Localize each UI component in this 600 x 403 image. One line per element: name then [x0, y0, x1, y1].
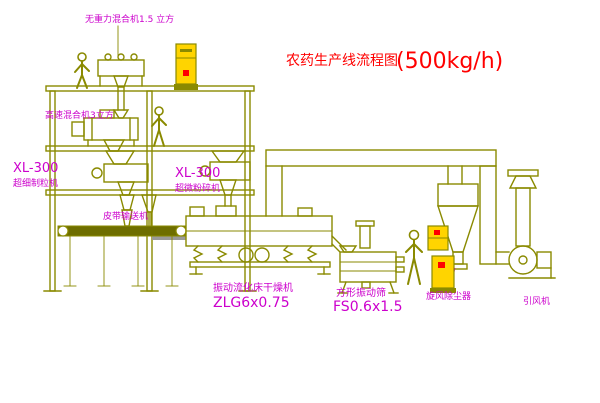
person-figure	[74, 52, 90, 89]
person-figure	[405, 229, 423, 285]
label-high-speed-mixer: 高速混合机3立方	[45, 109, 114, 121]
discharge-hoppers	[119, 194, 157, 227]
belt-conveyor	[57, 225, 187, 287]
label-mill-mid-name: 超微粉碎机	[175, 182, 220, 194]
label-mill-mid-model: XL-300	[175, 166, 220, 181]
granulator-left	[91, 150, 149, 196]
red-button	[438, 262, 445, 268]
mill-middle	[199, 150, 251, 207]
person-figure	[151, 106, 167, 147]
building-structure	[43, 85, 257, 292]
red-button	[183, 70, 189, 76]
red-button	[434, 230, 440, 235]
gravity-mixer	[97, 25, 145, 119]
label-dryer-name: 振动流化床干燥机	[213, 281, 293, 294]
control-cabinets-right	[427, 225, 456, 293]
label-gravity-mixer: 无重力混合机1.5 立方	[85, 13, 174, 25]
cyclone-separator	[437, 165, 479, 270]
label-belt-conveyor: 皮带输送机	[103, 210, 148, 222]
label-fan: 引风机	[523, 295, 550, 307]
draft-fan	[508, 245, 556, 279]
label-dryer-model: ZLG6x0.75	[213, 295, 290, 311]
drawing-title: 农药生产线流程图	[286, 53, 398, 69]
fluid-bed-dryer	[185, 205, 347, 275]
control-cabinet-roof	[174, 43, 198, 90]
label-granulator-left-name: 超细制粒机	[13, 177, 58, 189]
exhaust-duct	[265, 149, 510, 265]
drawing-labels: 农药生产线流程图 (500kg/h) 无重力混合机1.5 立方 高速混合机3立方…	[13, 13, 550, 315]
label-sieve-model: FS0.6x1.5	[333, 299, 403, 315]
exhaust-stack	[507, 169, 539, 247]
vibrating-sieve	[337, 220, 405, 294]
drawing-capacity: (500kg/h)	[396, 49, 503, 74]
label-cyclone: 旋风除尘器	[426, 290, 471, 302]
label-granulator-left-model: XL-300	[13, 161, 58, 176]
label-sieve-name: 方形振动筛	[336, 286, 386, 299]
